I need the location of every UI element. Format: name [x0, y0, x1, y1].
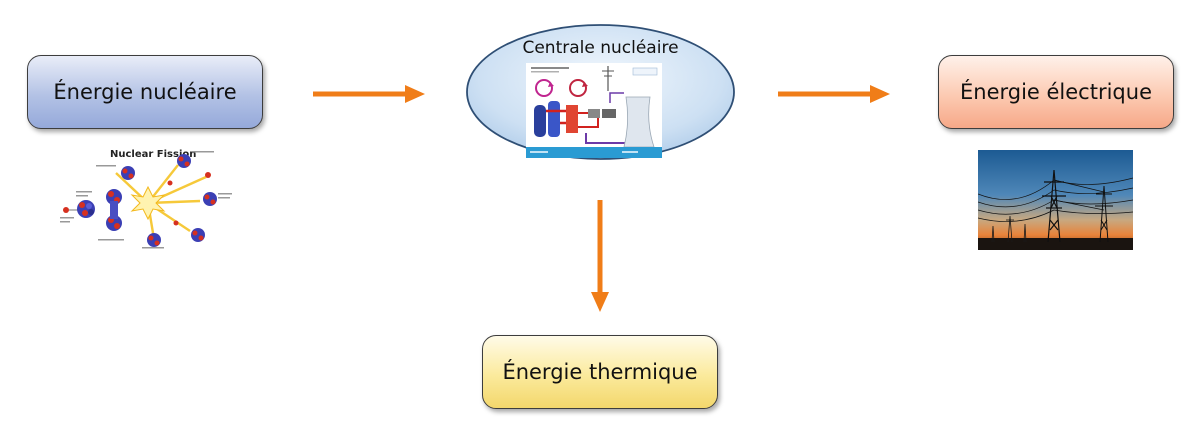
node-thermal-energy: Énergie thermique	[482, 335, 718, 409]
node-nuclear-energy: Énergie nucléaire	[27, 55, 263, 129]
node-electric-energy-label: Énergie électrique	[959, 80, 1152, 104]
fission-title: Nuclear Fission	[110, 149, 196, 160]
node-thermal-energy-label: Énergie thermique	[502, 360, 698, 384]
power-lines-photo	[978, 150, 1133, 250]
arrow-nuclear-to-plant	[313, 85, 425, 103]
node-electric-energy: Énergie électrique	[938, 55, 1174, 129]
arrow-plant-to-electric	[778, 85, 890, 103]
node-nuclear-energy-label: Énergie nucléaire	[53, 80, 237, 104]
nuclear-fission-illustration: Nuclear Fission	[58, 143, 236, 250]
power-plant-schematic	[526, 63, 662, 158]
node-power-plant-label: Centrale nucléaire	[522, 38, 679, 58]
arrow-plant-to-thermal	[591, 200, 609, 312]
